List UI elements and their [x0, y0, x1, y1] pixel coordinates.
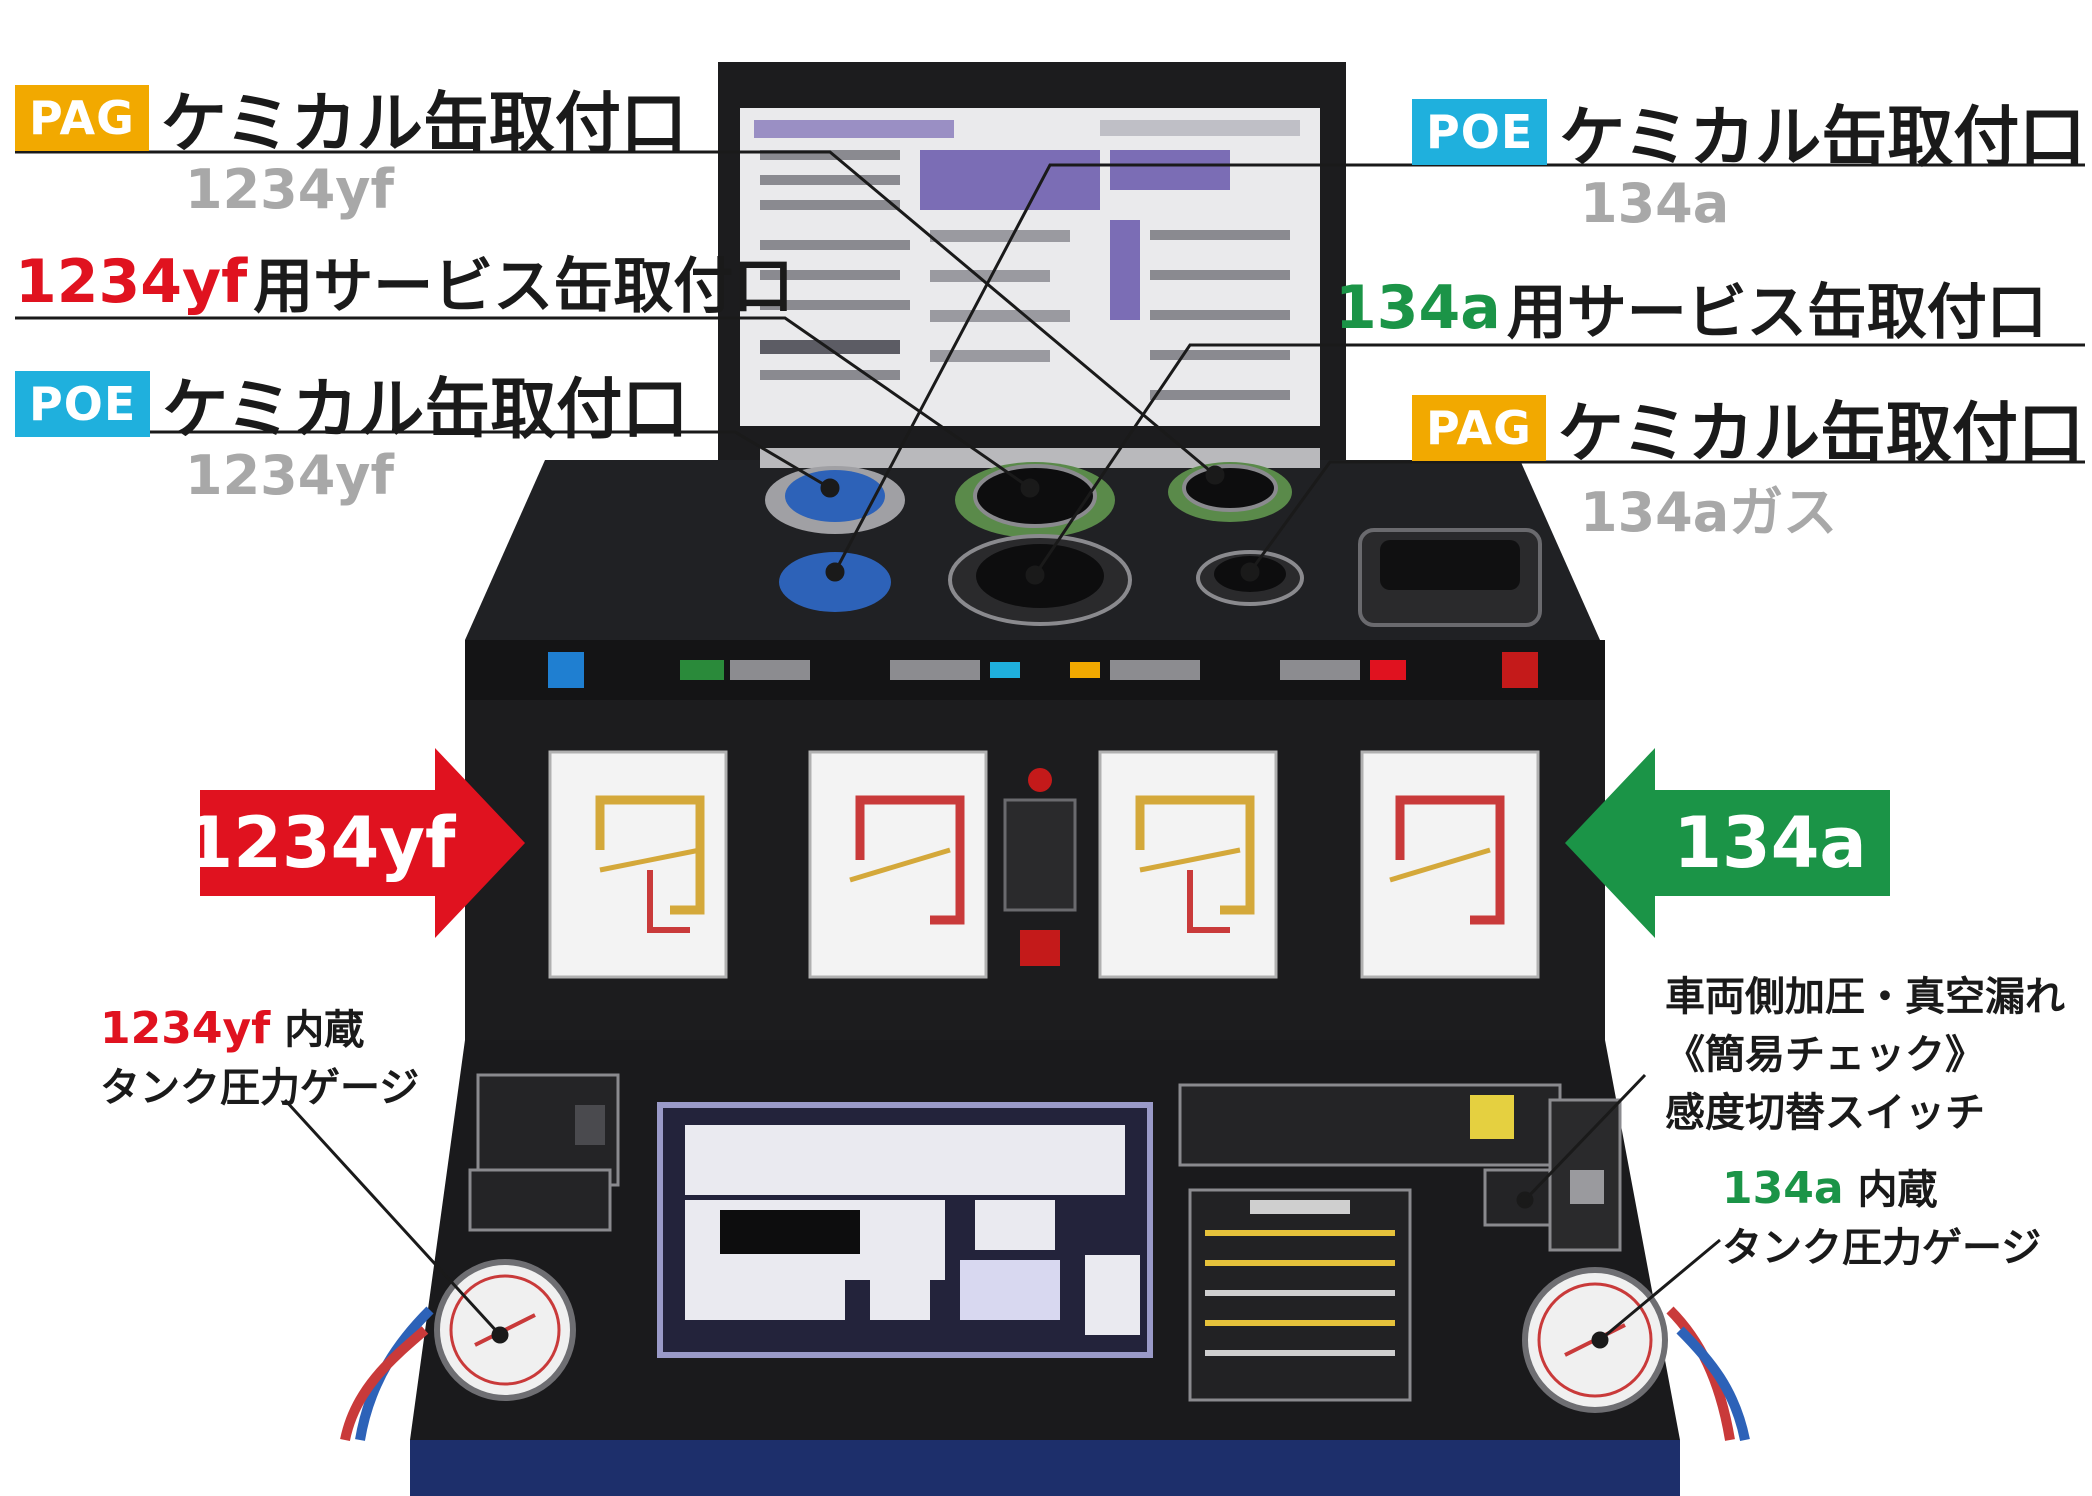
badge-poe: POE	[15, 371, 151, 437]
arrow-left-label: 1234yf	[184, 802, 456, 884]
badge-pag: PAG	[15, 85, 149, 151]
label-left-poe-text: ケミカル缶取付口	[162, 371, 689, 448]
label-right-pag-text: ケミカル缶取付口	[1557, 395, 2084, 472]
center-switch-panel	[1003, 768, 1077, 966]
label-left-service-code: 1234yf	[15, 246, 248, 317]
badge-poe-right: POE	[1412, 99, 1548, 165]
caption-tank-right-code: 134a	[1722, 1163, 1844, 1214]
main-display-unit	[657, 1102, 1153, 1358]
label-right-pag-sub: 134aガス	[1580, 481, 1838, 544]
label-left-pag: PAG ケミカル缶取付口	[15, 70, 687, 166]
label-left-pag-sub: 1234yf	[185, 158, 394, 221]
label-left-service: 1234yf 用サービス缶取付口	[15, 238, 793, 325]
caption-tank-left-code: 1234yf	[100, 1003, 271, 1054]
right-panel	[1178, 1083, 1622, 1402]
label-right-service-code: 134a	[1335, 272, 1501, 343]
label-right-service: 134a 用サービス缶取付口	[1335, 264, 2047, 351]
label-right-poe-sub: 134a	[1580, 172, 1730, 235]
label-right-poe: POE ケミカル缶取付口	[1412, 84, 2085, 180]
caption-switch-line1: 車両側加圧・真空漏れ	[1665, 974, 2065, 1020]
caption-tank-right-line1: 内蔵	[1857, 1167, 1938, 1213]
label-strip	[465, 640, 1605, 700]
label-right-poe-text: ケミカル缶取付口	[1559, 99, 2086, 176]
gauge-window-4	[1360, 750, 1540, 979]
label-right-service-text: 用サービス缶取付口	[1506, 278, 2047, 348]
caption-tank-right-line2: タンク圧力ゲージ	[1722, 1225, 2042, 1271]
caption-switch-line3: 感度切替スイッチ	[1665, 1090, 1985, 1136]
machine-base	[410, 1440, 1680, 1496]
instruction-board	[718, 62, 1346, 462]
label-left-poe-sub: 1234yf	[185, 444, 394, 507]
arrow-right-label: 134a	[1673, 802, 1867, 884]
label-right-pag: PAG ケミカル缶取付口	[1412, 380, 2084, 476]
caption-tank-left: 1234yf 内蔵 タンク圧力ゲージ	[100, 1000, 419, 1117]
caption-switch-line2: 《簡易チェック》	[1665, 1032, 1985, 1078]
label-left-pag-text: ケミカル缶取付口	[160, 85, 687, 162]
caption-tank-right: 134a 内蔵 タンク圧力ゲージ	[1722, 1160, 2041, 1277]
badge-pag-right: PAG	[1412, 395, 1546, 461]
arrow-left	[200, 748, 525, 938]
caption-tank-left-line1: 内蔵	[284, 1007, 365, 1053]
gauge-window-3	[1098, 750, 1278, 979]
arrow-right	[1565, 748, 1890, 938]
left-switch-box	[468, 1073, 620, 1232]
caption-switch: 車両側加圧・真空漏れ 《簡易チェック》 感度切替スイッチ	[1665, 968, 2065, 1142]
label-left-service-text: 用サービス缶取付口	[253, 252, 794, 322]
gauge-window-1	[548, 750, 728, 979]
leader-lines	[15, 150, 2085, 1349]
caption-tank-left-line2: タンク圧力ゲージ	[100, 1065, 420, 1111]
gauge-window-2	[808, 750, 988, 979]
label-left-poe: POE ケミカル缶取付口	[15, 356, 688, 452]
